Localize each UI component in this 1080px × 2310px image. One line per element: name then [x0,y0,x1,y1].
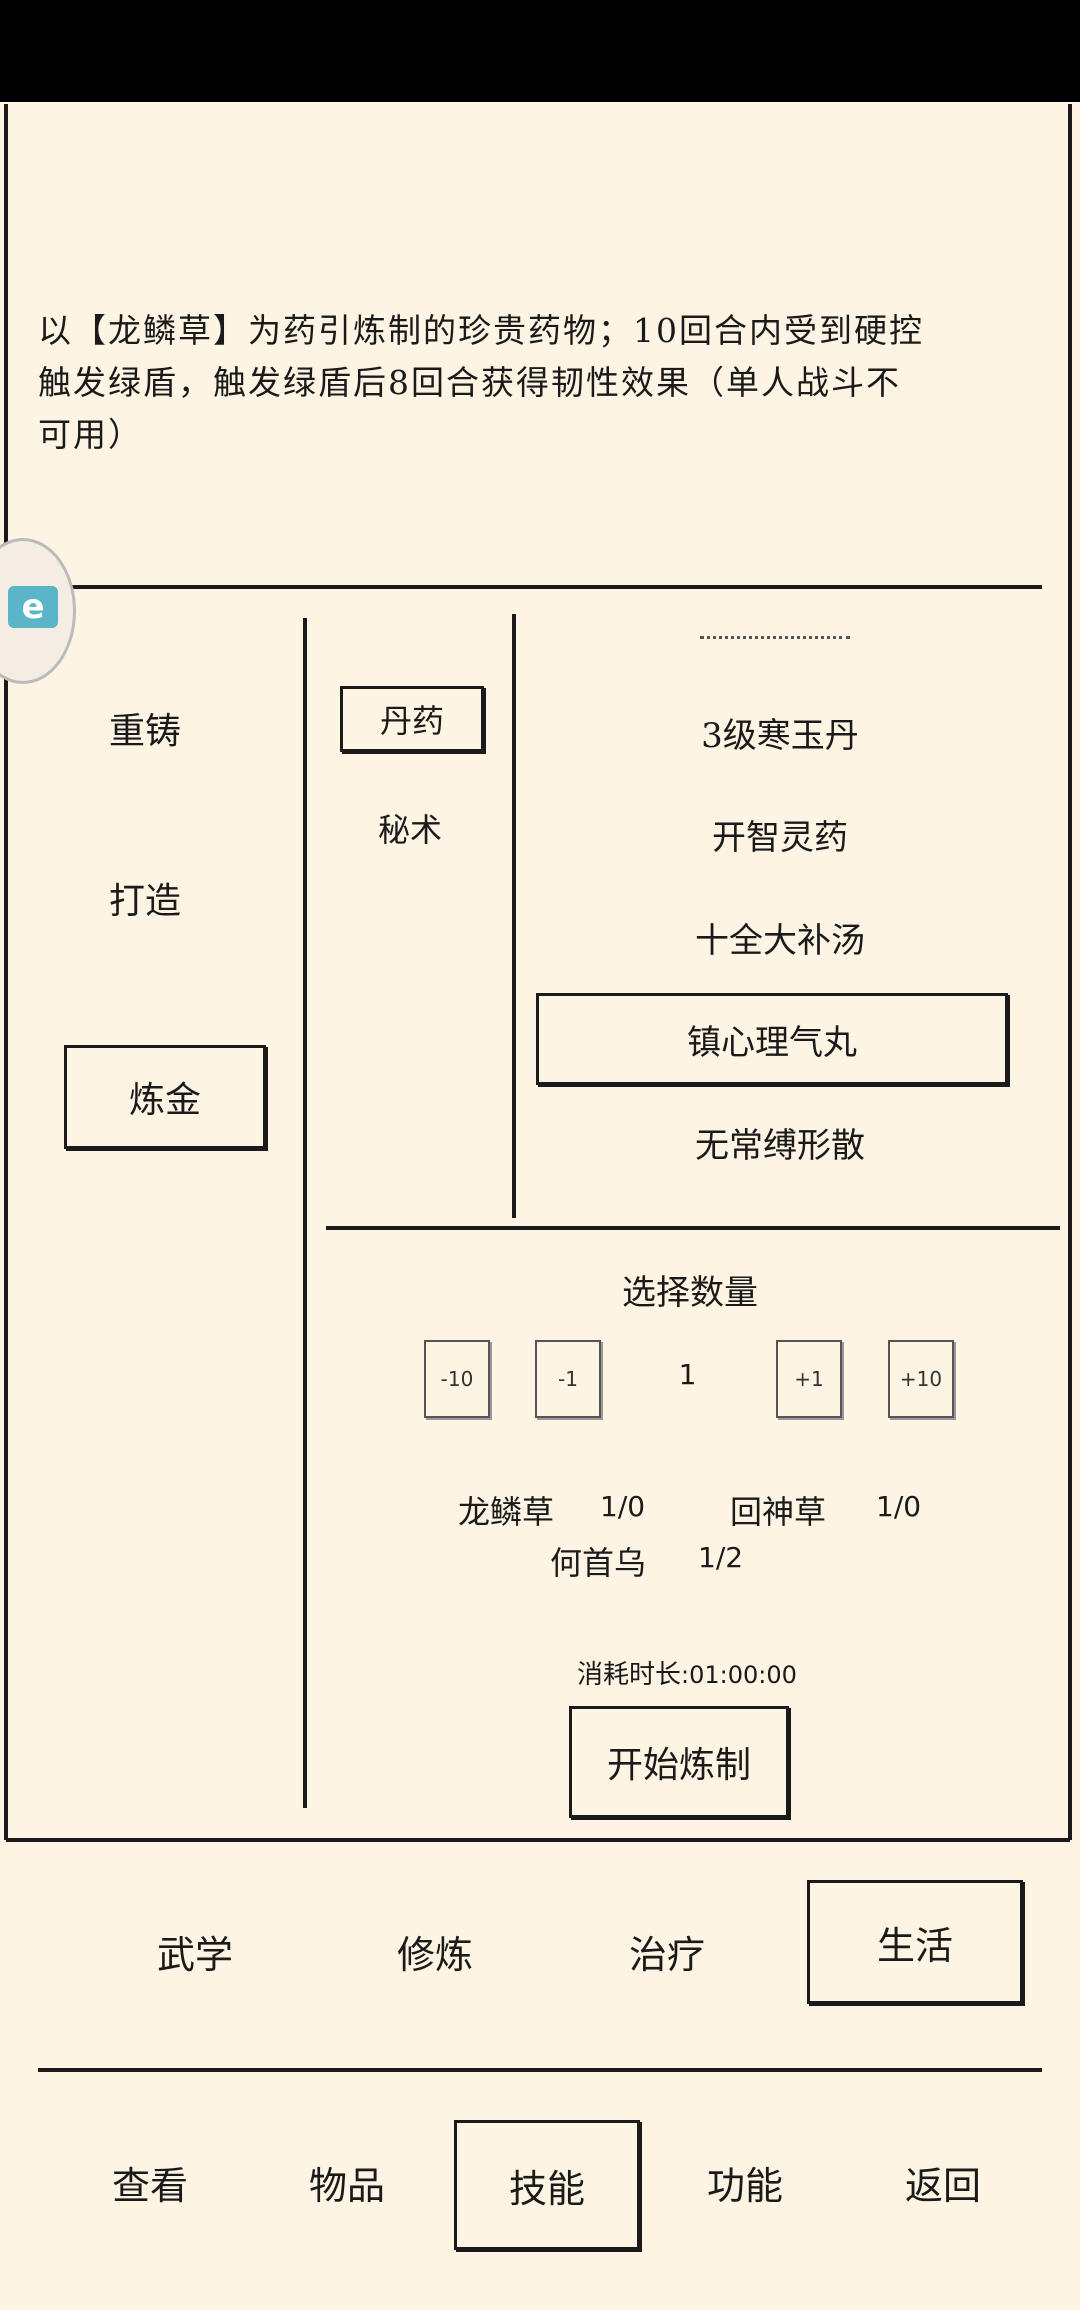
frame-bottom-border [6,1838,1070,1842]
recipe-item-selected[interactable]: 镇心理气丸 [536,993,1008,1085]
quantity-plus-10-button[interactable]: +10 [888,1340,954,1418]
quantity-minus-1-button[interactable]: -1 [535,1340,601,1418]
start-crafting-label: 开始炼制 [606,1745,751,1786]
description-line: 以【龙鳞草】为药引炼制的珍贵药物；10回合内受到硬控 [38,311,924,350]
recipe-item[interactable]: 十全大补汤 [695,921,865,961]
category-pills-label: 丹药 [379,702,444,740]
nav-back[interactable]: 返回 [904,2164,981,2208]
start-crafting-button[interactable]: 开始炼制 [569,1706,789,1818]
craft-type-alchemy[interactable]: 炼金 [64,1045,266,1149]
tab-healing[interactable]: 治疗 [628,1933,705,1977]
scroll-fade-indicator [700,636,850,647]
description-line: 可用） [38,415,143,454]
recipe-item[interactable]: 3级寒玉丹 [701,716,859,756]
tab-life[interactable]: 生活 [807,1880,1023,2004]
material-name: 龙鳞草 [458,1493,555,1531]
recipe-item[interactable]: 开智灵药 [712,818,848,858]
assistant-icon[interactable]: e [8,586,58,628]
tab-life-label: 生活 [876,1923,953,1968]
nav-divider [38,2068,1042,2072]
description-line: 触发绿盾，触发绿盾后8回合获得韧性效果（单人战斗不 [38,363,901,402]
tab-cultivation[interactable]: 修炼 [396,1933,473,1977]
duration-value: :01:00:00 [681,1661,797,1689]
category-pills[interactable]: 丹药 [340,686,484,752]
column-divider-middle [512,614,516,1218]
duration-label: 消耗时长 [577,1660,682,1690]
description-divider [10,585,1042,589]
nav-functions[interactable]: 功能 [706,2164,783,2208]
recipe-item-selected-label: 镇心理气丸 [687,1022,857,1063]
material-name: 回神草 [730,1493,827,1531]
craft-type-alchemy-label: 炼金 [128,1080,201,1121]
frame-right-border [1068,104,1072,1840]
recipe-item[interactable]: 无常缚形散 [695,1126,865,1166]
recipe-divider [326,1226,1060,1230]
craft-type-forge[interactable]: 打造 [108,881,181,922]
nav-skills[interactable]: 技能 [454,2120,640,2250]
craft-type-recast[interactable]: 重铸 [108,711,181,752]
column-divider-left [303,618,307,1808]
material-name: 何首乌 [550,1544,647,1582]
material-count: 1/0 [600,1490,646,1523]
quantity-plus-1-button[interactable]: +1 [776,1340,842,1418]
quantity-value: 1 [678,1358,697,1391]
status-bar [0,0,1080,102]
duration-readout: 消耗时长:01:00:00 [577,1654,797,1691]
material-count: 1/2 [698,1541,744,1574]
quantity-minus-10-button[interactable]: -10 [424,1340,490,1418]
quantity-title: 选择数量 [622,1273,758,1313]
frame-left-border [4,104,8,1840]
nav-view[interactable]: 查看 [111,2164,188,2208]
tab-martial-arts[interactable]: 武学 [156,1933,233,1977]
nav-items[interactable]: 物品 [308,2164,385,2208]
material-count: 1/0 [876,1490,922,1523]
nav-skills-label: 技能 [508,2166,585,2211]
category-secret-arts[interactable]: 秘术 [377,811,442,849]
item-description: 以【龙鳞草】为药引炼制的珍贵药物；10回合内受到硬控 触发绿盾，触发绿盾后8回合… [38,305,988,461]
